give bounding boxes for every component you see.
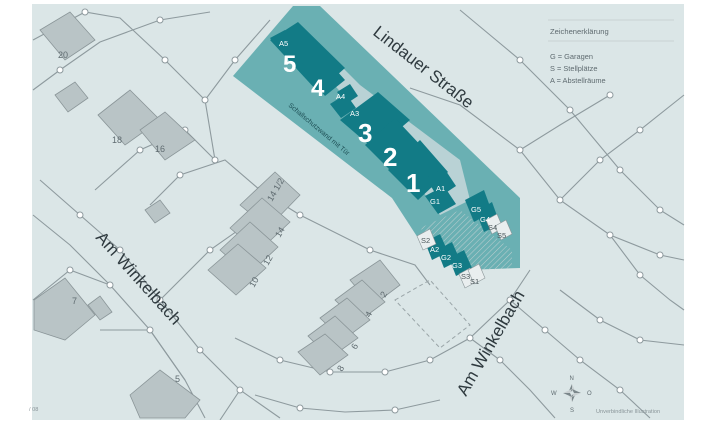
house-number: 12 xyxy=(261,253,275,267)
house-number: 20 xyxy=(58,50,68,60)
illustration-note: Unverbindliche Illustration xyxy=(596,409,660,415)
page-number: / 08 xyxy=(29,407,38,413)
label-a3: A3 xyxy=(350,109,359,118)
house-number: 7 xyxy=(72,296,77,306)
planned-outline xyxy=(394,279,471,349)
label-s1: S1 xyxy=(470,277,479,286)
legend: Zeichenerklärung G = Garagen S = Stellpl… xyxy=(548,19,674,85)
legend-item-abstellraeume: A = Abstellräume xyxy=(550,76,606,85)
label-s4: S4 xyxy=(488,223,497,232)
unit-4-label: 4 xyxy=(311,75,325,102)
parking-area xyxy=(420,210,512,272)
label-g4: G4 xyxy=(480,215,490,224)
parking-spaces xyxy=(416,213,513,289)
house-number: 5 xyxy=(175,374,180,384)
neighbour-buildings xyxy=(33,11,401,419)
label-s3: S3 xyxy=(461,272,470,281)
label-g1: G1 xyxy=(430,197,440,206)
legend-item-garagen: G = Garagen xyxy=(550,52,593,61)
compass-n: N xyxy=(570,376,574,382)
compass-o: O xyxy=(587,391,592,397)
house-number: 10 xyxy=(247,275,261,289)
house-number: 14 xyxy=(273,225,287,239)
unit-3-label: 3 xyxy=(358,118,372,148)
compass-s: S xyxy=(570,408,574,414)
label-g3: G3 xyxy=(452,261,462,270)
compass-w: W xyxy=(551,391,557,397)
house-number: 6 xyxy=(349,342,360,351)
house-number: 16 xyxy=(155,144,165,154)
label-a4: A4 xyxy=(336,92,345,101)
house-number: 2 xyxy=(378,290,389,299)
unit-5-label: 5 xyxy=(283,51,296,78)
house-number: 8 xyxy=(335,364,346,373)
house-number: 18 xyxy=(112,135,122,145)
label-s5: S5 xyxy=(497,231,506,240)
label-a1: A1 xyxy=(436,184,445,193)
compass-rose-icon: N S W O xyxy=(551,376,592,414)
unit-2-label: 2 xyxy=(383,142,397,172)
label-a5: A5 xyxy=(279,39,288,48)
label-g5: G5 xyxy=(471,205,481,214)
legend-title: Zeichenerklärung xyxy=(550,27,609,36)
new-buildings xyxy=(270,22,500,276)
house-number: 4 xyxy=(363,310,374,319)
label-g2: G2 xyxy=(441,253,451,262)
unit-1-label: 1 xyxy=(406,168,420,198)
label-s2: S2 xyxy=(421,236,430,245)
label-a2: A2 xyxy=(430,245,439,254)
legend-item-stellplaetze: S = Stellplätze xyxy=(550,64,597,73)
